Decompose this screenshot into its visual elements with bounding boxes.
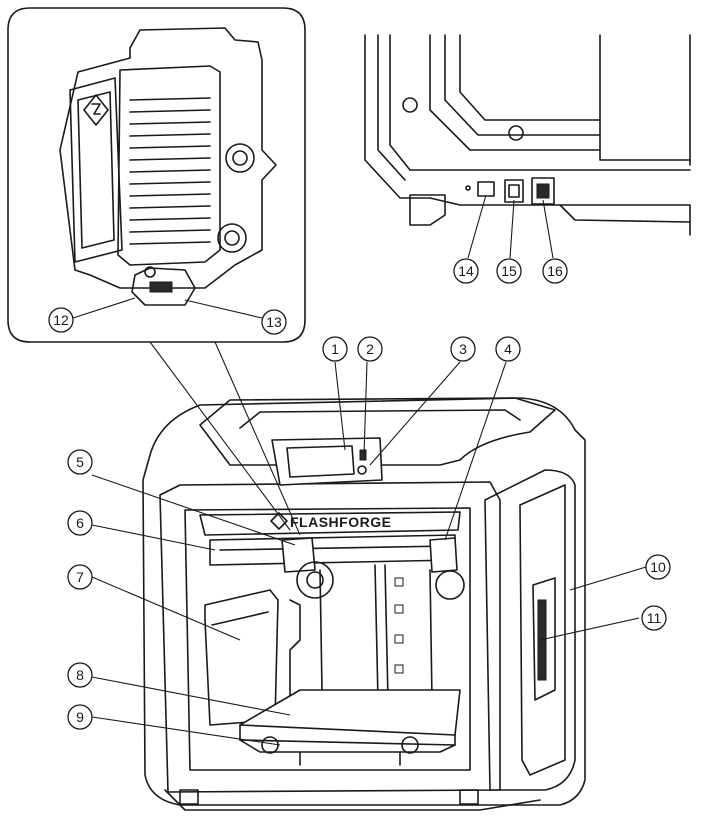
filament-box — [204, 589, 279, 726]
svg-text:11: 11 — [647, 610, 662, 626]
callout-12: 12 — [48, 307, 74, 333]
svg-text:1: 1 — [331, 341, 339, 357]
callout-10: 10 — [645, 554, 671, 580]
leader-lines — [72, 194, 647, 746]
callout-3: 3 — [450, 336, 476, 362]
extruder-small — [281, 537, 316, 573]
rear-panel-detail — [364, 34, 691, 236]
printer-body: FLASHFORGE — [142, 397, 586, 811]
svg-text:5: 5 — [76, 454, 84, 470]
svg-text:7: 7 — [76, 569, 84, 585]
callout-7: 7 — [67, 564, 93, 590]
usb-front-port — [359, 449, 367, 461]
svg-text:2: 2 — [366, 341, 374, 357]
svg-text:9: 9 — [76, 709, 84, 725]
svg-text:8: 8 — [76, 667, 84, 683]
callout-9: 9 — [67, 704, 93, 730]
extruder-cooling-fins — [129, 97, 211, 245]
usb-port — [477, 181, 495, 197]
callout-1: 1 — [322, 336, 348, 362]
callout-13: 13 — [261, 309, 287, 335]
power-button — [357, 465, 367, 475]
svg-text:4: 4 — [504, 341, 512, 357]
brand-logo-text: FLASHFORGE — [290, 514, 391, 530]
callout-6: 6 — [67, 510, 93, 536]
callout-8: 8 — [67, 662, 93, 688]
svg-text:16: 16 — [547, 263, 563, 279]
svg-text:6: 6 — [76, 515, 84, 531]
callout-14: 14 — [453, 258, 479, 284]
svg-text:10: 10 — [650, 559, 666, 575]
svg-text:3: 3 — [459, 341, 467, 357]
callout-15: 15 — [496, 258, 522, 284]
brand-logo-icon — [270, 512, 288, 530]
extruder-detail-inset — [7, 7, 306, 343]
build-plate — [239, 689, 461, 736]
callout-2: 2 — [357, 336, 383, 362]
callouts: 1 2 3 4 5 6 7 8 9 10 11 12 13 14 15 16 — [48, 258, 671, 730]
svg-text:14: 14 — [458, 263, 474, 279]
svg-text:13: 13 — [266, 314, 282, 330]
callout-16: 16 — [542, 258, 568, 284]
callout-11: 11 — [641, 605, 667, 631]
callout-5: 5 — [67, 449, 93, 475]
flashforge-logo-mark-icon — [83, 94, 109, 126]
svg-text:12: 12 — [53, 312, 69, 328]
svg-text:15: 15 — [501, 263, 517, 279]
callout-4: 4 — [495, 336, 521, 362]
side-door-handle — [532, 577, 556, 701]
